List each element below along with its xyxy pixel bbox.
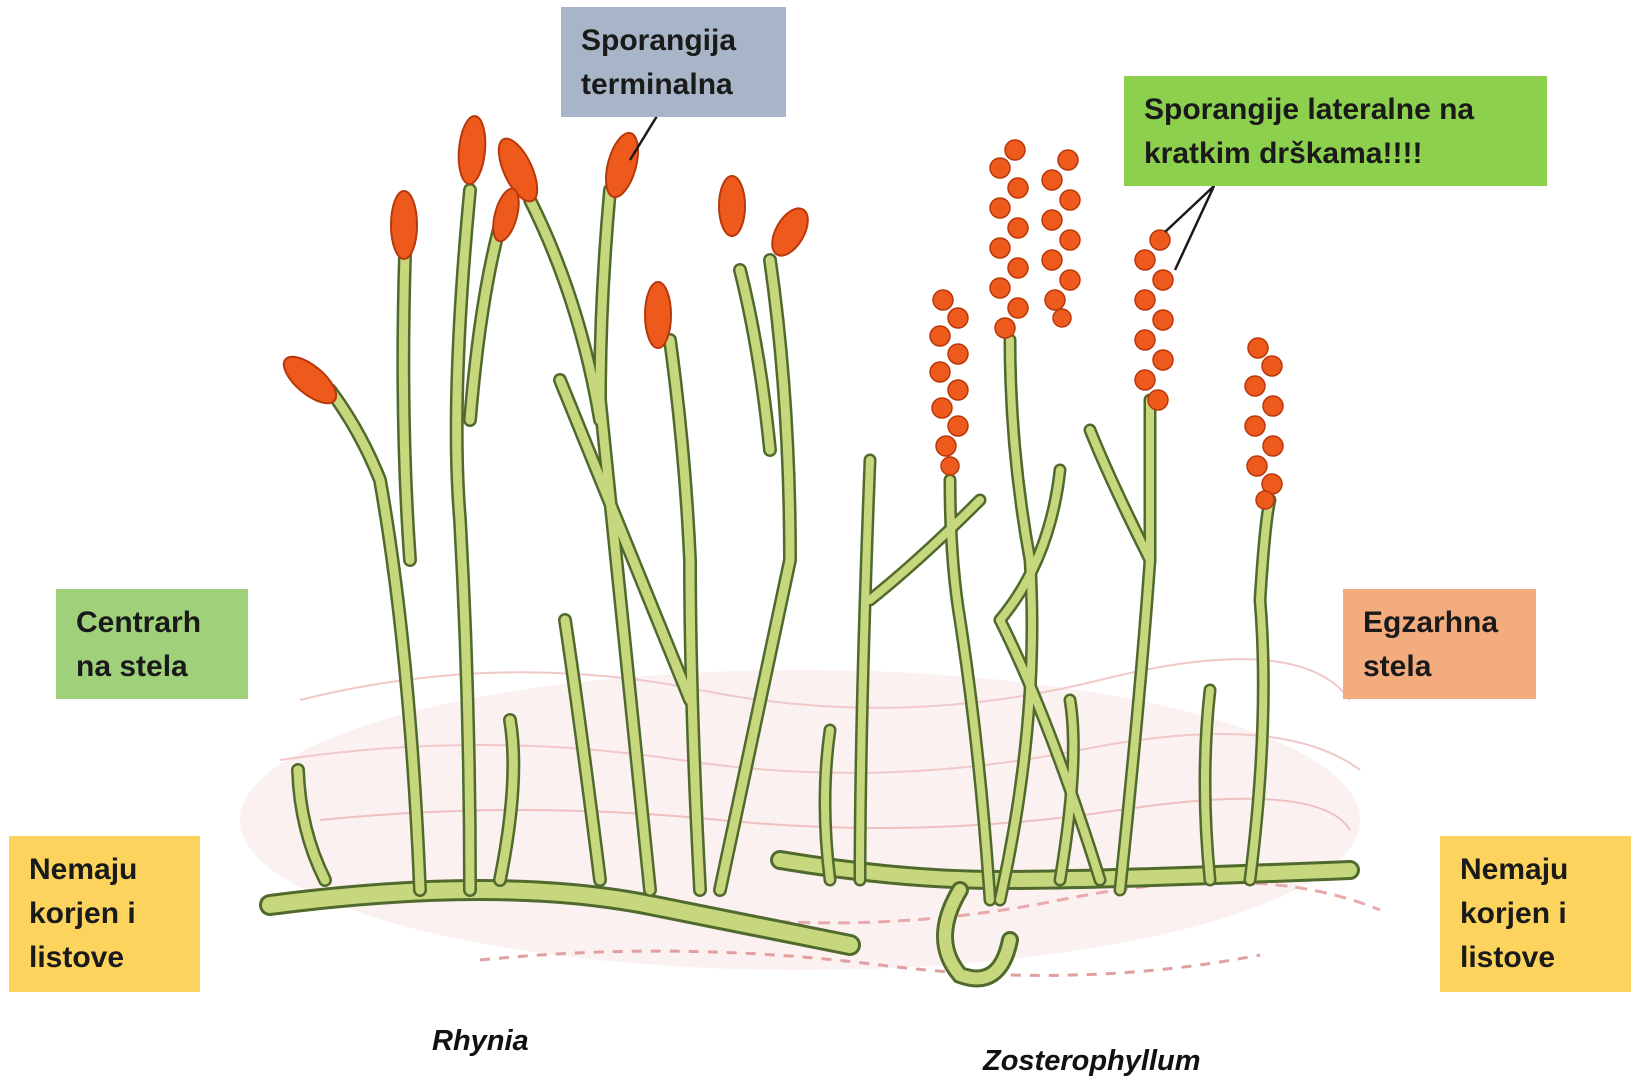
label-sporangia-lateral: Sporangije lateralne na kratkim drškama!…	[1124, 76, 1547, 186]
label-exarch-stele-line2: stela	[1363, 645, 1516, 689]
rhynia-terminal-sporangia	[276, 115, 815, 411]
label-no-roots-left-line3: listove	[29, 936, 180, 980]
label-centrarch-stele: Centrarh na stela	[56, 589, 248, 699]
label-exarch-stele-line1: Egzarhna	[1363, 601, 1516, 645]
label-centrarch-stele-line1: Centrarh	[76, 601, 228, 645]
label-sporangia-terminal-line2: terminalna	[581, 63, 766, 107]
label-centrarch-stele-line2: na stela	[76, 645, 228, 689]
label-no-roots-right-line1: Nemaju	[1460, 848, 1611, 892]
label-no-roots-left-line2: korjen i	[29, 892, 180, 936]
label-no-roots-right: Nemaju korjen i listove	[1440, 836, 1631, 992]
lateral-pointer-line-2	[1175, 186, 1214, 270]
label-no-roots-right-line2: korjen i	[1460, 892, 1611, 936]
label-sporangia-terminal: Sporangija terminalna	[561, 7, 786, 117]
lateral-pointer-line-1	[1165, 186, 1214, 232]
label-no-roots-right-line3: listove	[1460, 936, 1611, 980]
label-no-roots-left-line1: Nemaju	[29, 848, 180, 892]
caption-zosterophyllum: Zosterophyllum	[983, 1045, 1201, 1078]
label-exarch-stele: Egzarhna stela	[1343, 589, 1536, 699]
label-sporangia-terminal-line1: Sporangija	[581, 19, 766, 63]
label-sporangia-lateral-line2: kratkim drškama!!!!	[1144, 132, 1527, 176]
label-sporangia-lateral-line1: Sporangije lateralne na	[1144, 88, 1527, 132]
caption-rhynia: Rhynia	[432, 1025, 529, 1058]
label-no-roots-left: Nemaju korjen i listove	[9, 836, 200, 992]
